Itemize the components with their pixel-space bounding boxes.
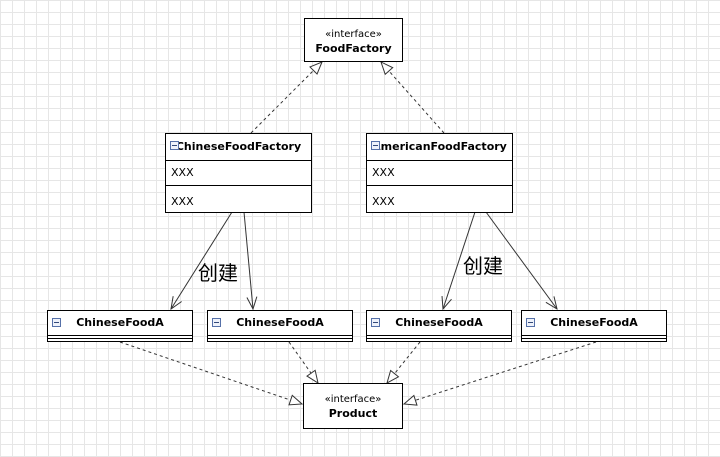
american-food-factory-header: AmericanFoodFactory bbox=[367, 134, 512, 161]
product-class-4-name: ChineseFoodA bbox=[550, 316, 638, 329]
chinese-food-factory-attributes: XXX bbox=[166, 161, 311, 186]
product-class-2-name: ChineseFoodA bbox=[236, 316, 324, 329]
product-class-2-divider bbox=[208, 336, 352, 339]
food-factory-name: FoodFactory bbox=[315, 42, 392, 55]
product-class-4-header: ChineseFoodA bbox=[522, 311, 666, 336]
product-class-3-header: ChineseFoodA bbox=[367, 311, 511, 336]
american-food-factory-operations: XXX bbox=[372, 195, 395, 208]
create-label-right: 创建 bbox=[463, 254, 503, 278]
realization-american-factory bbox=[381, 62, 445, 134]
product-class-2-header: ChineseFoodA bbox=[208, 311, 352, 336]
product-class-2[interactable]: ChineseFoodA bbox=[207, 310, 353, 342]
realization-product-4 bbox=[404, 341, 597, 404]
american-food-factory-name: AmericanFoodFactory bbox=[372, 140, 507, 153]
chinese-food-factory-name: ChineseFoodFactory bbox=[175, 140, 302, 153]
product-name: Product bbox=[328, 407, 378, 420]
product-class-1-name: ChineseFoodA bbox=[76, 316, 164, 329]
food-factory-interface[interactable]: «interface» FoodFactory bbox=[304, 18, 403, 62]
product-class-4[interactable]: ChineseFoodA bbox=[521, 310, 667, 342]
collapse-icon[interactable] bbox=[170, 141, 179, 150]
product-class-4-divider bbox=[522, 336, 666, 339]
collapse-icon[interactable] bbox=[526, 318, 535, 327]
realization-product-3 bbox=[387, 341, 421, 383]
product-interface[interactable]: «interface» Product bbox=[303, 383, 403, 429]
realization-product-1 bbox=[119, 341, 302, 404]
collapse-icon[interactable] bbox=[371, 318, 380, 327]
collapse-icon[interactable] bbox=[212, 318, 221, 327]
create-arrow-american-1 bbox=[443, 211, 476, 309]
product-class-3[interactable]: ChineseFoodA bbox=[366, 310, 512, 342]
chinese-food-factory-class[interactable]: ChineseFoodFactory XXX XXX bbox=[165, 133, 312, 213]
realization-chinese-factory bbox=[250, 62, 322, 134]
collapse-icon[interactable] bbox=[371, 141, 380, 150]
american-food-factory-class[interactable]: AmericanFoodFactory XXX XXX bbox=[366, 133, 513, 213]
create-arrow-american-2 bbox=[485, 211, 557, 309]
product-class-3-name: ChineseFoodA bbox=[395, 316, 483, 329]
american-food-factory-attributes: XXX bbox=[367, 161, 512, 186]
create-arrow-chinese-2 bbox=[243, 211, 253, 309]
product-class-1-divider bbox=[48, 336, 192, 339]
product-stereotype: «interface» bbox=[324, 394, 382, 405]
collapse-icon[interactable] bbox=[52, 318, 61, 327]
create-label-left: 创建 bbox=[198, 261, 238, 285]
product-class-3-divider bbox=[367, 336, 511, 339]
product-class-1-header: ChineseFoodA bbox=[48, 311, 192, 336]
create-arrow-chinese-1 bbox=[171, 211, 233, 309]
chinese-food-factory-operations: XXX bbox=[171, 195, 194, 208]
realization-product-2 bbox=[288, 341, 318, 383]
chinese-food-factory-header: ChineseFoodFactory bbox=[166, 134, 311, 161]
food-factory-stereotype: «interface» bbox=[325, 29, 382, 40]
product-class-1[interactable]: ChineseFoodA bbox=[47, 310, 193, 342]
